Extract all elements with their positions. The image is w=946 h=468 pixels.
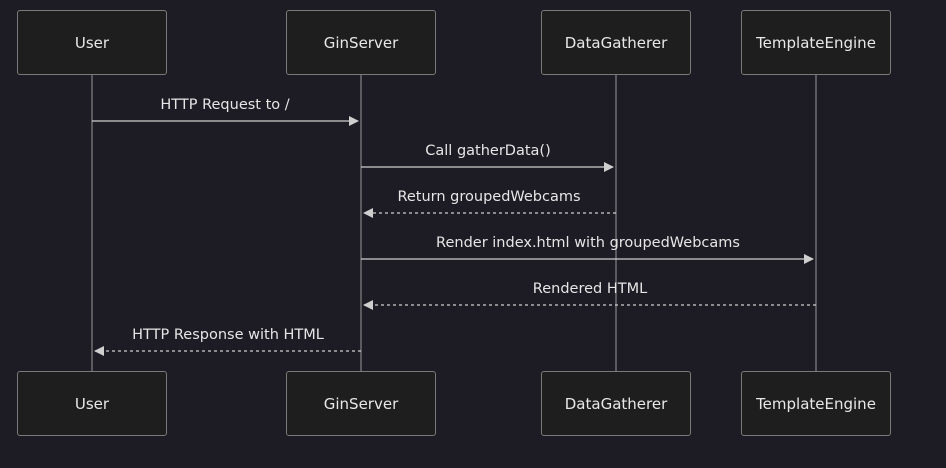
message-label-2: Call gatherData() xyxy=(425,143,551,159)
message-label-3: Return groupedWebcams xyxy=(397,189,581,205)
actor-datagatherer-top: DataGatherer xyxy=(541,10,691,75)
message-label-1: HTTP Request to / xyxy=(160,97,290,113)
message-label-6: HTTP Response with HTML xyxy=(132,327,324,343)
message-label-4: Render index.html with groupedWebcams xyxy=(436,235,740,251)
actor-datagatherer-bottom: DataGatherer xyxy=(541,371,691,436)
actor-user-top: User xyxy=(17,10,167,75)
actor-templateengine-bottom: TemplateEngine xyxy=(741,371,891,436)
actor-user-bottom: User xyxy=(17,371,167,436)
actor-ginserver-bottom: GinServer xyxy=(286,371,436,436)
actor-templateengine-top: TemplateEngine xyxy=(741,10,891,75)
message-label-5: Rendered HTML xyxy=(532,281,648,297)
actor-ginserver-top: GinServer xyxy=(286,10,436,75)
